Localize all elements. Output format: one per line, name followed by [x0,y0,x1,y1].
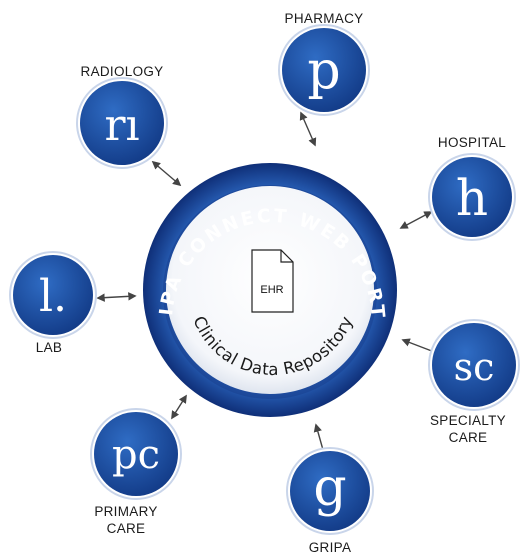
radiology-label: RADIOLOGY [81,64,164,79]
connector-arrow-hospital [399,211,433,229]
node-pharmacy[interactable]: p PHARMACY [278,11,370,116]
pharmacy-logo-icon [282,28,366,112]
radiology-logo-icon [80,81,164,165]
ehr-label: EHR [260,284,283,296]
specialty-logo-glyph: sc [454,345,495,389]
primary-care-logo-icon [94,412,178,496]
pharmacy-label: PHARMACY [285,11,364,26]
radiology-logo-glyph: rı [104,100,139,151]
ehr-document-icon [251,249,294,313]
primary-logo-glyph: pc [112,432,160,478]
hospital-logo-glyph: h [456,169,488,227]
pharmacy-logo-glyph: p [307,41,340,101]
connector-arrow-primary [171,394,187,420]
connector-arrow-radiology [151,160,182,187]
gripa-logo-glyph: g [313,458,346,518]
primary-label: PRIMARY [94,504,157,519]
node-lab[interactable]: l. LAB [9,251,97,355]
connector-arrow-pharmacy [299,111,317,147]
specialty-label: CARE [449,430,488,445]
gripa-label: GRIPA [309,540,352,555]
connector-arrow-lab [96,292,137,302]
node-radiology[interactable]: rı RADIOLOGY [76,64,168,169]
specialty-label: SPECIALTY [430,413,506,428]
node-hospital[interactable]: h HOSPITAL [428,135,516,241]
lab-logo-glyph: l. [39,271,67,322]
gripa-logo-icon [290,451,370,531]
primary-label: CARE [107,521,146,536]
lab-label: LAB [36,340,62,355]
specialty-care-logo-icon [432,323,516,407]
connected-nodes: p PHARMACY rı RADIOLOGY h HOSPITAL l. LAB scSPEC… [9,11,520,555]
hospital-label: HOSPITAL [438,135,506,150]
lab-logo-icon [13,255,93,335]
hospital-logo-icon [432,157,512,237]
